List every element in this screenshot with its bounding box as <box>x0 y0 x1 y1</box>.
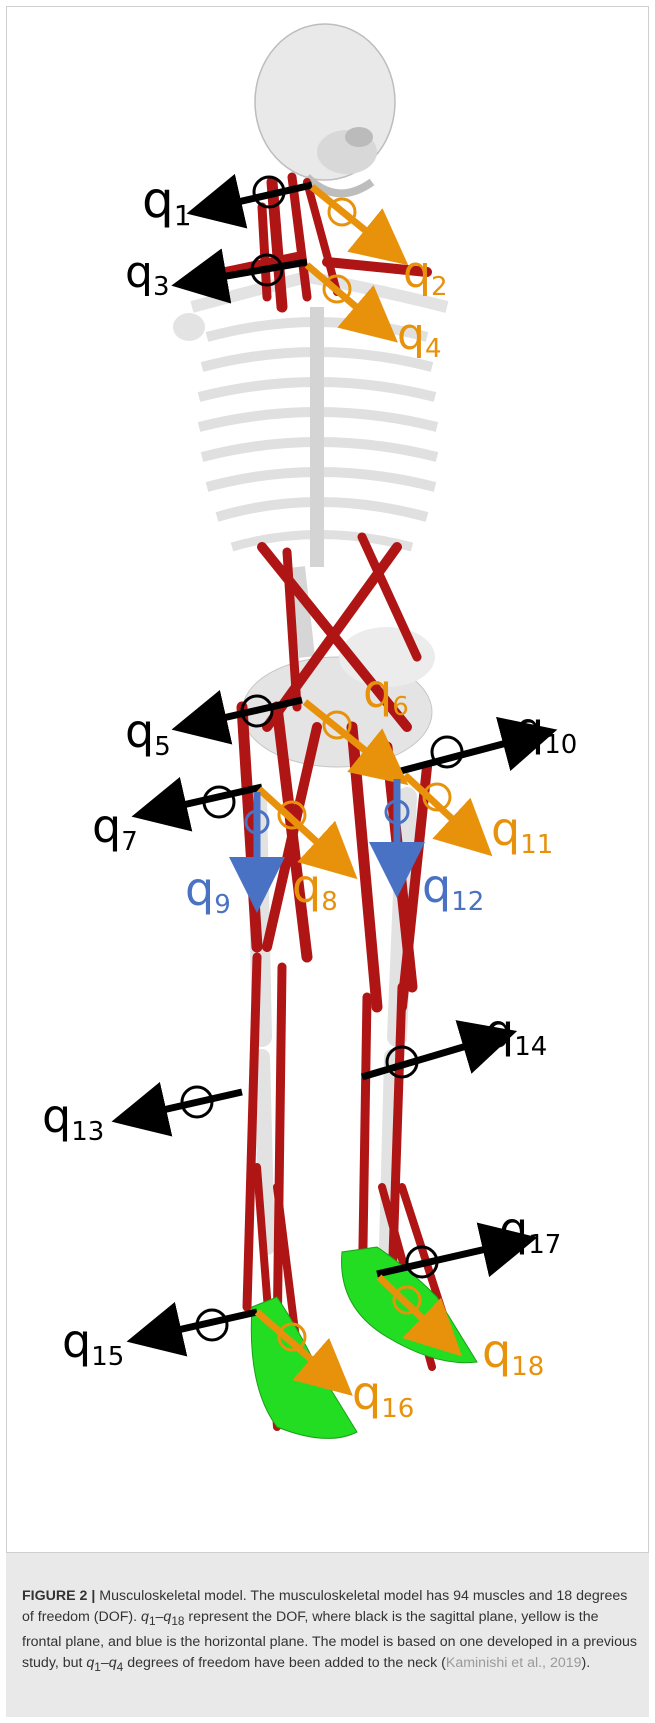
caption-dash-2: – <box>101 1655 109 1671</box>
skull <box>255 24 395 193</box>
caption-q-first-sub: 1 <box>149 1614 156 1628</box>
dof-label-q16: q16 <box>352 1366 414 1424</box>
dof-label-q17: q17 <box>499 1202 561 1260</box>
citation-link[interactable]: Kaminishi et al., 2019 <box>446 1655 582 1671</box>
dof-label-q12: q12 <box>422 859 484 917</box>
dof-label-q2: q2 <box>403 247 447 302</box>
caption-q-first: q <box>141 1609 149 1625</box>
dof-label-q10: q10 <box>515 702 577 760</box>
dof-label-q15: q15 <box>62 1314 124 1372</box>
dof-label-q7: q7 <box>92 799 138 857</box>
dof-label-q5: q5 <box>125 704 171 762</box>
caption-label: FIGURE 2 | <box>22 1588 95 1604</box>
musculoskeletal-model-illustration: q1 q2 q3 q4 q5 q6 q7 q8 q9 q10 q11 q12 q… <box>7 7 649 1553</box>
dof-label-q14: q14 <box>485 1004 547 1062</box>
caption-q-last-sub: 18 <box>171 1614 184 1628</box>
dof-label-q4: q4 <box>397 309 441 364</box>
dof-label-q3: q3 <box>125 247 169 302</box>
dof-label-q9: q9 <box>185 862 231 920</box>
figure-image: q1 q2 q3 q4 q5 q6 q7 q8 q9 q10 q11 q12 q… <box>6 6 649 1553</box>
dof-label-q1: q1 <box>142 171 192 232</box>
figure-caption: FIGURE 2 | Musculoskeletal model. The mu… <box>6 1553 649 1717</box>
dof-label-q18: q18 <box>482 1324 544 1382</box>
dof-label-q13: q13 <box>42 1089 104 1147</box>
dof-label-q11: q11 <box>491 802 553 860</box>
caption-text-3: degrees of freedom have been added to th… <box>123 1655 446 1671</box>
caption-title: Musculoskeletal model. <box>95 1588 246 1604</box>
caption-q-b: q <box>109 1655 117 1671</box>
caption-q-a-sub: 1 <box>94 1660 101 1674</box>
dof-label-q8: q8 <box>292 859 338 917</box>
dof-labels: q1 q2 q3 q4 q5 q6 q7 q8 q9 q10 q11 q12 q… <box>42 171 577 1424</box>
caption-closing: ). <box>582 1655 591 1671</box>
